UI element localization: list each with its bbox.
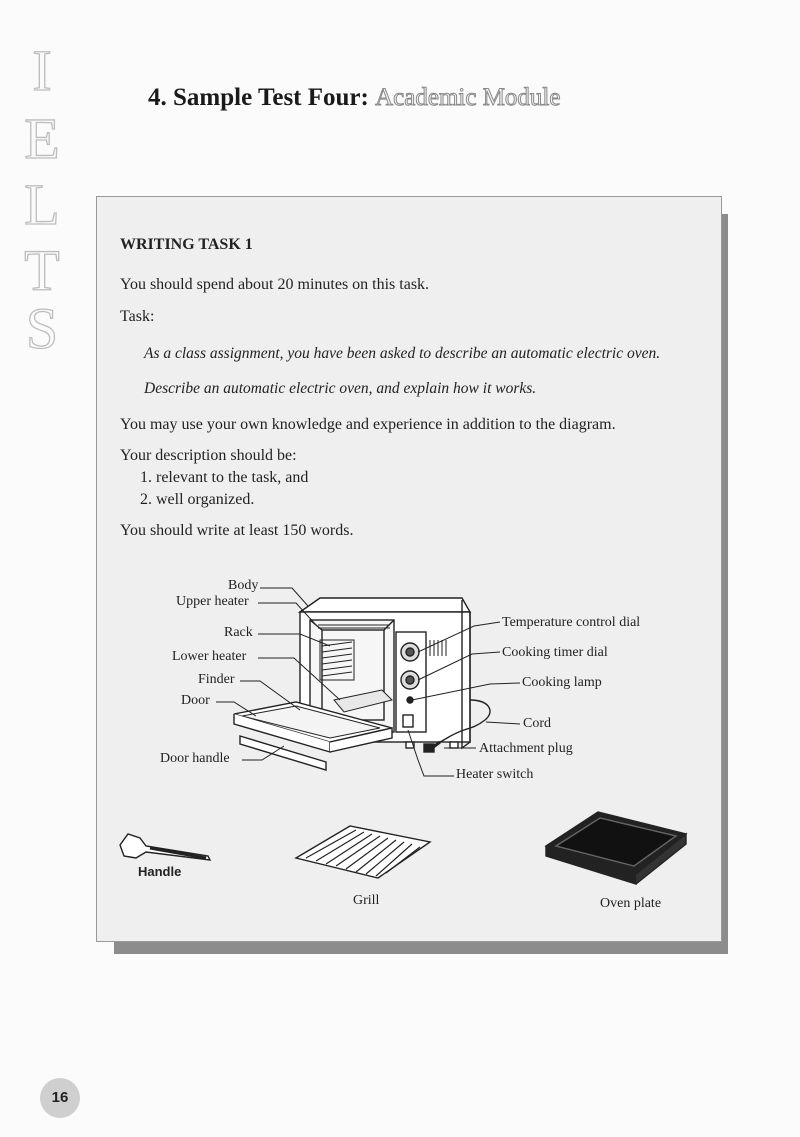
task-knowledge: You may use your own knowledge and exper… [120,416,616,433]
oven-door [233,701,393,771]
side-letter-t: T [24,238,61,303]
side-letter-l: L [24,172,61,237]
label-body: Body [228,578,259,593]
label-handle: Handle [138,864,182,879]
task-time: You should spend about 20 minutes on thi… [120,276,430,293]
heading-sub: Academic Module [375,84,561,112]
task-criterion-2: 2. well organized. [140,491,255,508]
task-title: WRITING TASK 1 [120,236,253,253]
label-timer-dial: Cooking timer dial [502,645,608,660]
label-lower-heater: Lower heater [172,649,247,664]
heading-main: 4. Sample Test Four: [148,84,369,111]
side-letter-i: I [32,38,53,103]
task-word-count: You should write at least 150 words. [120,522,354,539]
grill-tool [294,825,432,879]
task-criterion-1: 1. relevant to the task, and [140,469,309,486]
handle-tool [119,833,212,861]
label-door-handle: Door handle [160,751,230,766]
leader-lines [216,587,521,777]
task-prompt-1: As a class assignment, you have been ask… [144,345,661,362]
label-door: Door [181,693,210,708]
side-letter-s: S [25,296,59,361]
label-oven-plate: Oven plate [600,896,662,911]
oven-rack [319,639,355,681]
task-label: Task: [120,308,155,325]
oven-body [297,597,472,750]
oven-cord [423,699,491,753]
label-upper-heater: Upper heater [176,594,249,609]
task-prompt-2: Describe an automatic electric oven, and… [144,380,537,397]
label-grill: Grill [353,893,380,908]
page-number: 16 [40,1078,80,1118]
label-temperature-dial: Temperature control dial [502,615,641,630]
page-heading: 4. Sample Test Four: Academic Module [148,84,561,112]
oven-plate [544,811,688,885]
label-cooking-lamp: Cooking lamp [522,675,602,690]
label-heater-switch: Heater switch [456,767,534,782]
label-finder: Finder [198,672,235,687]
label-cord: Cord [523,716,551,731]
label-rack: Rack [224,625,253,640]
task-description-intro: Your description should be: [120,447,297,464]
side-letter-e: E [24,106,61,171]
label-attachment-plug: Attachment plug [479,741,573,756]
